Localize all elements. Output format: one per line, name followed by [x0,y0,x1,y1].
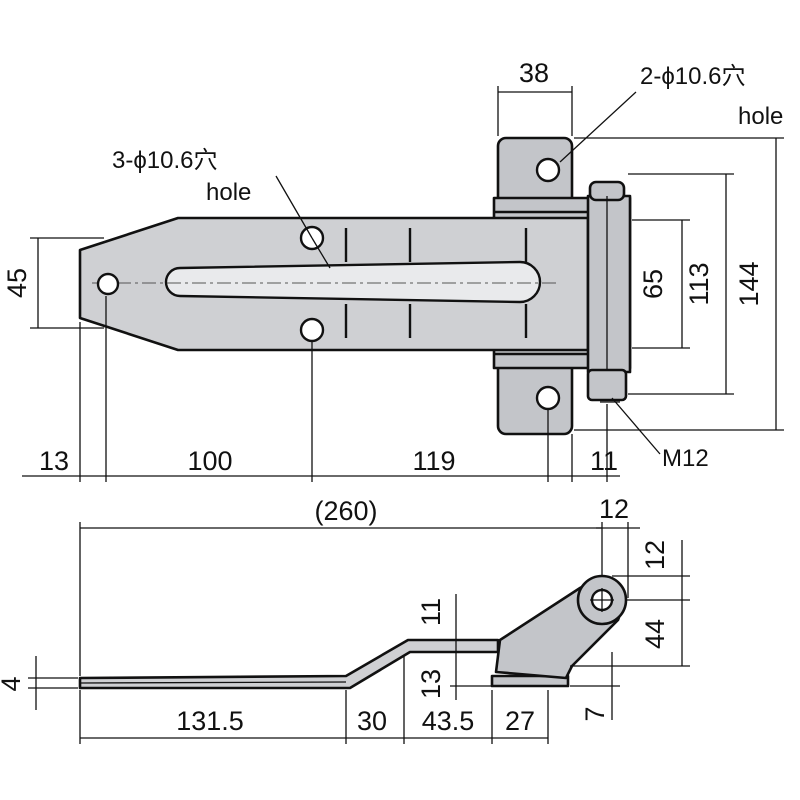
dim-11-top: 11 [590,446,618,476]
side-strap-mid [79,681,347,684]
dim-13-side: 13 [416,669,446,699]
dim-119: 119 [412,446,455,476]
hinge-knuckle [586,194,632,374]
label-bolt: M12 [662,445,709,472]
label-2-holes-en: hole [738,103,783,130]
leader-2-holes [559,91,637,163]
dim-11-side: 11 [416,598,446,626]
dim-4: 4 [0,676,26,691]
dim-260: (260) [314,496,377,526]
label-3-holes-en: hole [206,179,251,206]
dim-131-5: 131.5 [176,706,244,736]
dim-12-v: 12 [640,540,670,570]
bracket-hole-bottom [535,385,561,411]
leader-3-holes-ext [311,237,331,269]
strap-hole-bottom [299,317,325,343]
strap-slot [164,260,542,304]
dim-30: 30 [357,706,387,736]
leader-bolt [611,397,661,455]
dim-7: 7 [580,706,610,721]
dim-13: 13 [39,446,69,476]
bracket-hole-top [535,157,561,183]
top-view-dimensions: 38 45 65 113 144 13 100 119 11 3- [2,58,784,482]
dim-65: 65 [638,269,668,299]
strap-hole-end [96,272,120,296]
dim-44: 44 [640,619,670,649]
label-2-holes: 2-ϕ10.6穴 [640,63,746,90]
dim-144: 144 [734,261,764,306]
leader-3-holes [275,175,313,239]
side-view-dimensions: (260) 12 12 44 7 11 13 4 131.5 30 [0,494,690,744]
dim-43-5: 43.5 [422,706,475,736]
dim-113: 113 [684,262,714,305]
top-view [78,136,632,436]
dim-27: 27 [505,706,535,736]
label-3-holes: 3-ϕ10.6穴 [112,147,218,174]
dim-100: 100 [187,446,232,476]
side-view [78,574,628,690]
dim-12-h: 12 [599,494,629,524]
pin-nut [586,368,628,402]
dim-38: 38 [519,58,549,88]
dim-45: 45 [2,268,32,298]
